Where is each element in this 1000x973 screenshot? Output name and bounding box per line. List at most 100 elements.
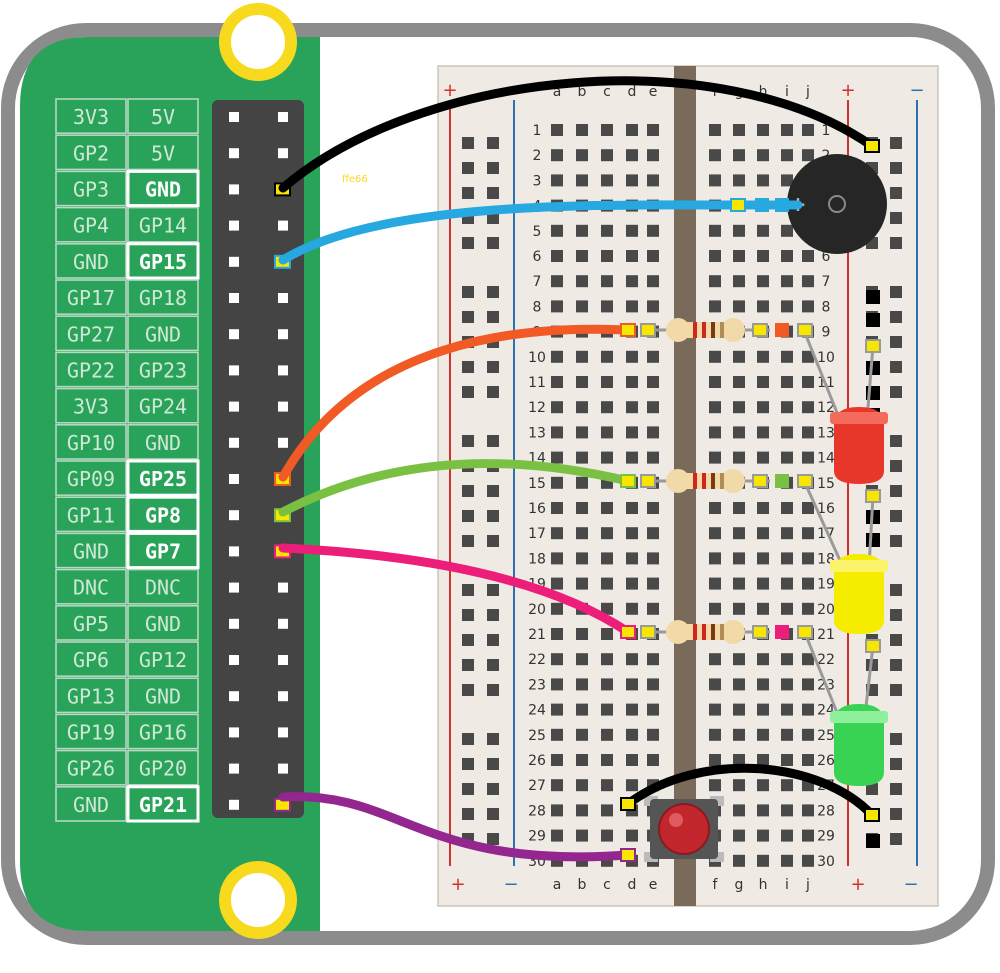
hole [601,628,613,640]
header-pin [229,763,239,774]
resistor-band [693,322,697,338]
row-number: 30 [817,854,835,870]
pin-label-cell [55,496,127,533]
hole [626,653,638,666]
hole [802,577,814,590]
led-red [830,407,888,484]
button-highlight [669,813,683,827]
column-letter: e [649,877,658,893]
hole [733,124,745,136]
row-marker [775,198,789,212]
rail-hole [487,758,499,770]
pin-label: GP16 [139,721,187,745]
hole [576,426,588,439]
pin-label-cell [127,605,199,641]
pin-label-cell [127,641,199,677]
pin-label: GP8 [145,503,181,527]
hole [601,552,613,565]
hole [647,275,659,288]
column-letter: a [553,877,562,893]
led-green-rim [830,711,888,723]
wire-pink-gp7 [278,543,633,637]
rail-hole [890,237,902,249]
hole [626,275,638,288]
hole [802,527,814,540]
hole [781,829,793,842]
hole [647,602,659,615]
hole [781,124,793,136]
header-pin [278,437,288,448]
rail-minus-label: − [909,80,924,101]
hole [757,552,769,565]
hole [576,552,588,565]
row-number: 22 [817,652,835,668]
hole [781,703,793,716]
rail-hole [487,584,499,596]
pin-label: GND [145,612,181,636]
rail-hole [487,361,499,373]
pin-label-cell [127,315,199,352]
hole [647,703,659,716]
hole [647,376,659,388]
hole [626,577,638,590]
hole [802,804,814,817]
rail-hole [890,833,902,845]
pin-label: GND [145,431,181,455]
hole [626,149,638,162]
hole [601,426,613,439]
hole [781,250,793,262]
hole [601,754,613,766]
row-number: 15 [528,476,546,492]
hole [601,124,613,136]
hole [781,451,793,464]
row-number: 19 [817,577,835,593]
header-pin [229,727,239,738]
pin-label: GP26 [67,757,115,781]
column-letter: b [578,877,587,893]
wire-black-gnd [278,76,877,193]
rail-marker [866,290,880,304]
header-pin [278,148,288,159]
hole [733,678,745,691]
column-letter: d [628,877,637,893]
hole [757,804,769,817]
hole [551,728,563,741]
hole [733,728,745,741]
pin-label: 5V [151,105,175,129]
rail-hole [487,634,499,646]
pin-label: GP3 [73,178,109,202]
rail-hole [890,361,902,373]
resistor-band [693,473,697,489]
rail-hole [487,510,499,522]
rail-hole [890,684,902,696]
rail-hole [890,634,902,646]
hole [757,224,769,237]
row-number: 25 [528,728,546,744]
hole [757,174,769,187]
wire-end [797,625,813,639]
column-letter: i [785,84,789,100]
hole [576,829,588,842]
pin-label-cell [126,169,200,208]
resistor-band [720,473,724,489]
pin-label-cell [55,641,127,677]
hole [709,275,721,288]
row-number: 2 [533,148,542,164]
rail-hole [890,386,902,398]
wire-end [797,474,813,488]
pin-label: GP5 [73,612,109,636]
hole [626,224,638,237]
column-letter: j [805,84,810,100]
hole [802,149,814,162]
pin-label: GP27 [67,322,115,346]
pin-label: GND [145,322,181,346]
hole [576,149,588,162]
hole [781,779,793,792]
hole [647,149,659,162]
hole [601,829,613,842]
rail-hole [487,833,499,845]
hole [709,577,721,590]
led-green-body [834,704,884,786]
hole [647,552,659,565]
